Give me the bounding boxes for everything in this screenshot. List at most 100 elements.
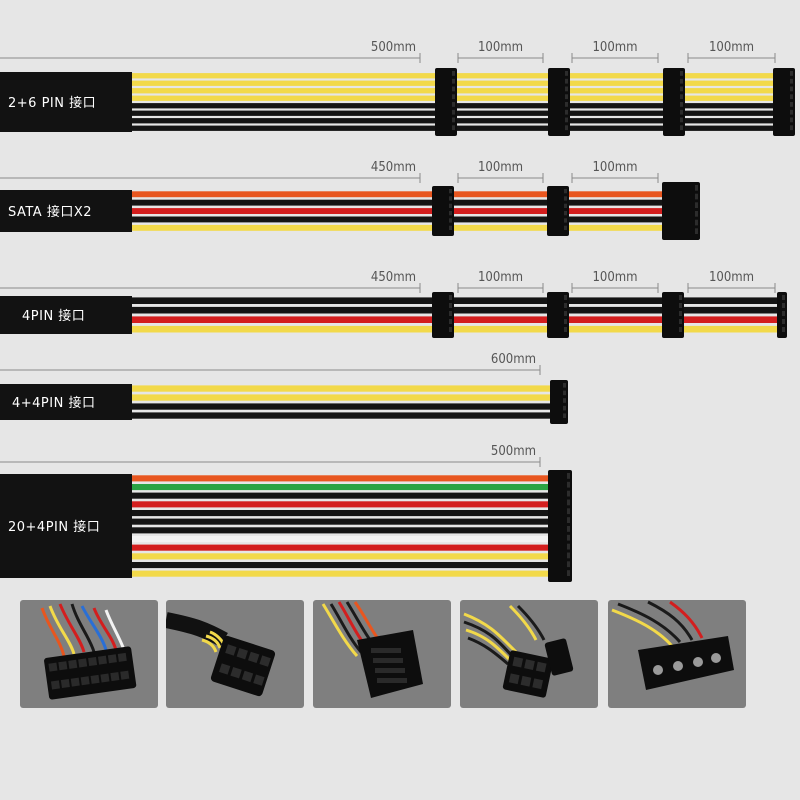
wire-orange [132, 191, 662, 198]
molex-4pin-connector-icon [611, 600, 734, 690]
cable-label: 20+4PIN 接口 [8, 519, 100, 535]
connector-pin-slot [563, 413, 566, 418]
connector-pin-slot [452, 71, 455, 76]
connector-pin-slot [679, 327, 682, 332]
connector-atx [548, 470, 572, 582]
connector-pin-slot [679, 295, 682, 300]
cable-label: 4PIN 接口 [22, 308, 85, 324]
dimension-label: 100mm [709, 270, 754, 285]
wire-black [132, 492, 548, 499]
connector-pcie [663, 68, 685, 136]
wire-black [132, 510, 548, 517]
connector-pin-slot [563, 398, 566, 403]
connector-pin-slot [563, 390, 566, 396]
wire-red [132, 208, 662, 214]
connector-pin-slot [449, 189, 452, 194]
connector-pin-slot [790, 102, 793, 107]
connector-sata [547, 186, 569, 236]
connector-pin-slot [452, 109, 455, 115]
connector-photo-strip [0, 600, 800, 710]
wire-yellow [132, 224, 662, 231]
cable-sleeve [0, 384, 132, 420]
wire-yellow [132, 394, 550, 401]
connector-pin-slot [680, 117, 683, 123]
dimension-label: 100mm [592, 40, 637, 55]
connector-pin-slot [695, 193, 698, 200]
wire-black [132, 306, 777, 314]
atx-24pin-connector-icon [40, 603, 137, 700]
wire-black [132, 562, 548, 569]
cable-label: 2+6 PIN 接口 [8, 95, 96, 111]
wire-black [132, 403, 550, 410]
wire-red [132, 316, 777, 323]
connector-pin-slot [567, 561, 570, 568]
connector-pin-slot [564, 303, 567, 308]
wire-yellow [132, 553, 548, 560]
connector-pin-slot [782, 319, 785, 324]
connector-pin-slot [680, 71, 683, 76]
connector-pin-slot [449, 319, 452, 324]
connector-pin-slot [695, 185, 698, 191]
connector-pin-slot [452, 94, 455, 100]
connector-pin-slot [449, 196, 452, 201]
dimension-label: 100mm [592, 270, 637, 285]
connector-pin-slot [782, 303, 785, 308]
connector-pin-slot [695, 228, 698, 234]
dimension-label: 100mm [709, 40, 754, 55]
connector-pin-slot [449, 295, 452, 300]
cable-label: SATA 接口X2 [8, 204, 92, 220]
sata-connector-icon [321, 601, 423, 698]
pcie-6plus2-connector-icon [463, 604, 574, 698]
cable-label: 4+4PIN 接口 [12, 395, 95, 411]
connector-pin-slot [564, 225, 567, 230]
connector-pin-slot [564, 189, 567, 194]
wire-yellow [132, 385, 550, 392]
cable-sleeve [0, 474, 132, 578]
connector-pin-slot [565, 125, 568, 131]
connector-pin-slot [567, 481, 570, 488]
connector-pin-slot [567, 552, 570, 559]
wire-black [132, 412, 550, 419]
connector-molex [432, 292, 454, 338]
wire-orange [132, 475, 548, 482]
connector-pin-slot [565, 94, 568, 100]
connector-pin-slot [567, 517, 570, 523]
connector-sata [432, 186, 454, 236]
connector-molex [547, 292, 569, 338]
connector-pin-slot [563, 405, 566, 411]
connector-pin-slot [564, 211, 567, 216]
thumb-atx-24pin [20, 600, 158, 708]
connector-pin-slot [564, 218, 567, 223]
dimension-label: 100mm [478, 160, 523, 175]
connector-pin-slot [790, 109, 793, 115]
connector-molex [662, 292, 684, 338]
connector-pin-slot [449, 225, 452, 230]
connector-pin-slot [565, 109, 568, 115]
connector-pin-slot [679, 303, 682, 308]
connector-pin-slot [565, 86, 568, 92]
connector-pin-slot [565, 117, 568, 123]
dimension-label: 450mm [371, 160, 416, 175]
connector-pin-slot [695, 202, 698, 208]
connector-pin-slot [679, 311, 682, 316]
connector-pin-slot [680, 94, 683, 100]
connector-pin-slot [790, 86, 793, 92]
connector-pin-slot [567, 570, 570, 576]
connector-pin-slot [452, 117, 455, 123]
wire-red [132, 501, 548, 508]
connector-pin-slot [782, 295, 785, 300]
dimension-label: 100mm [478, 40, 523, 55]
dimension-label: 500mm [491, 444, 536, 459]
connector-pin-slot [449, 303, 452, 308]
wire-green [132, 484, 548, 491]
connector-pin-slot [695, 219, 698, 226]
connector-pin-slot [452, 102, 455, 107]
dimension-label: 450mm [371, 270, 416, 285]
connector-pin-slot [449, 311, 452, 316]
connector-pin-slot [449, 211, 452, 216]
connector-pin-slot [567, 473, 570, 479]
